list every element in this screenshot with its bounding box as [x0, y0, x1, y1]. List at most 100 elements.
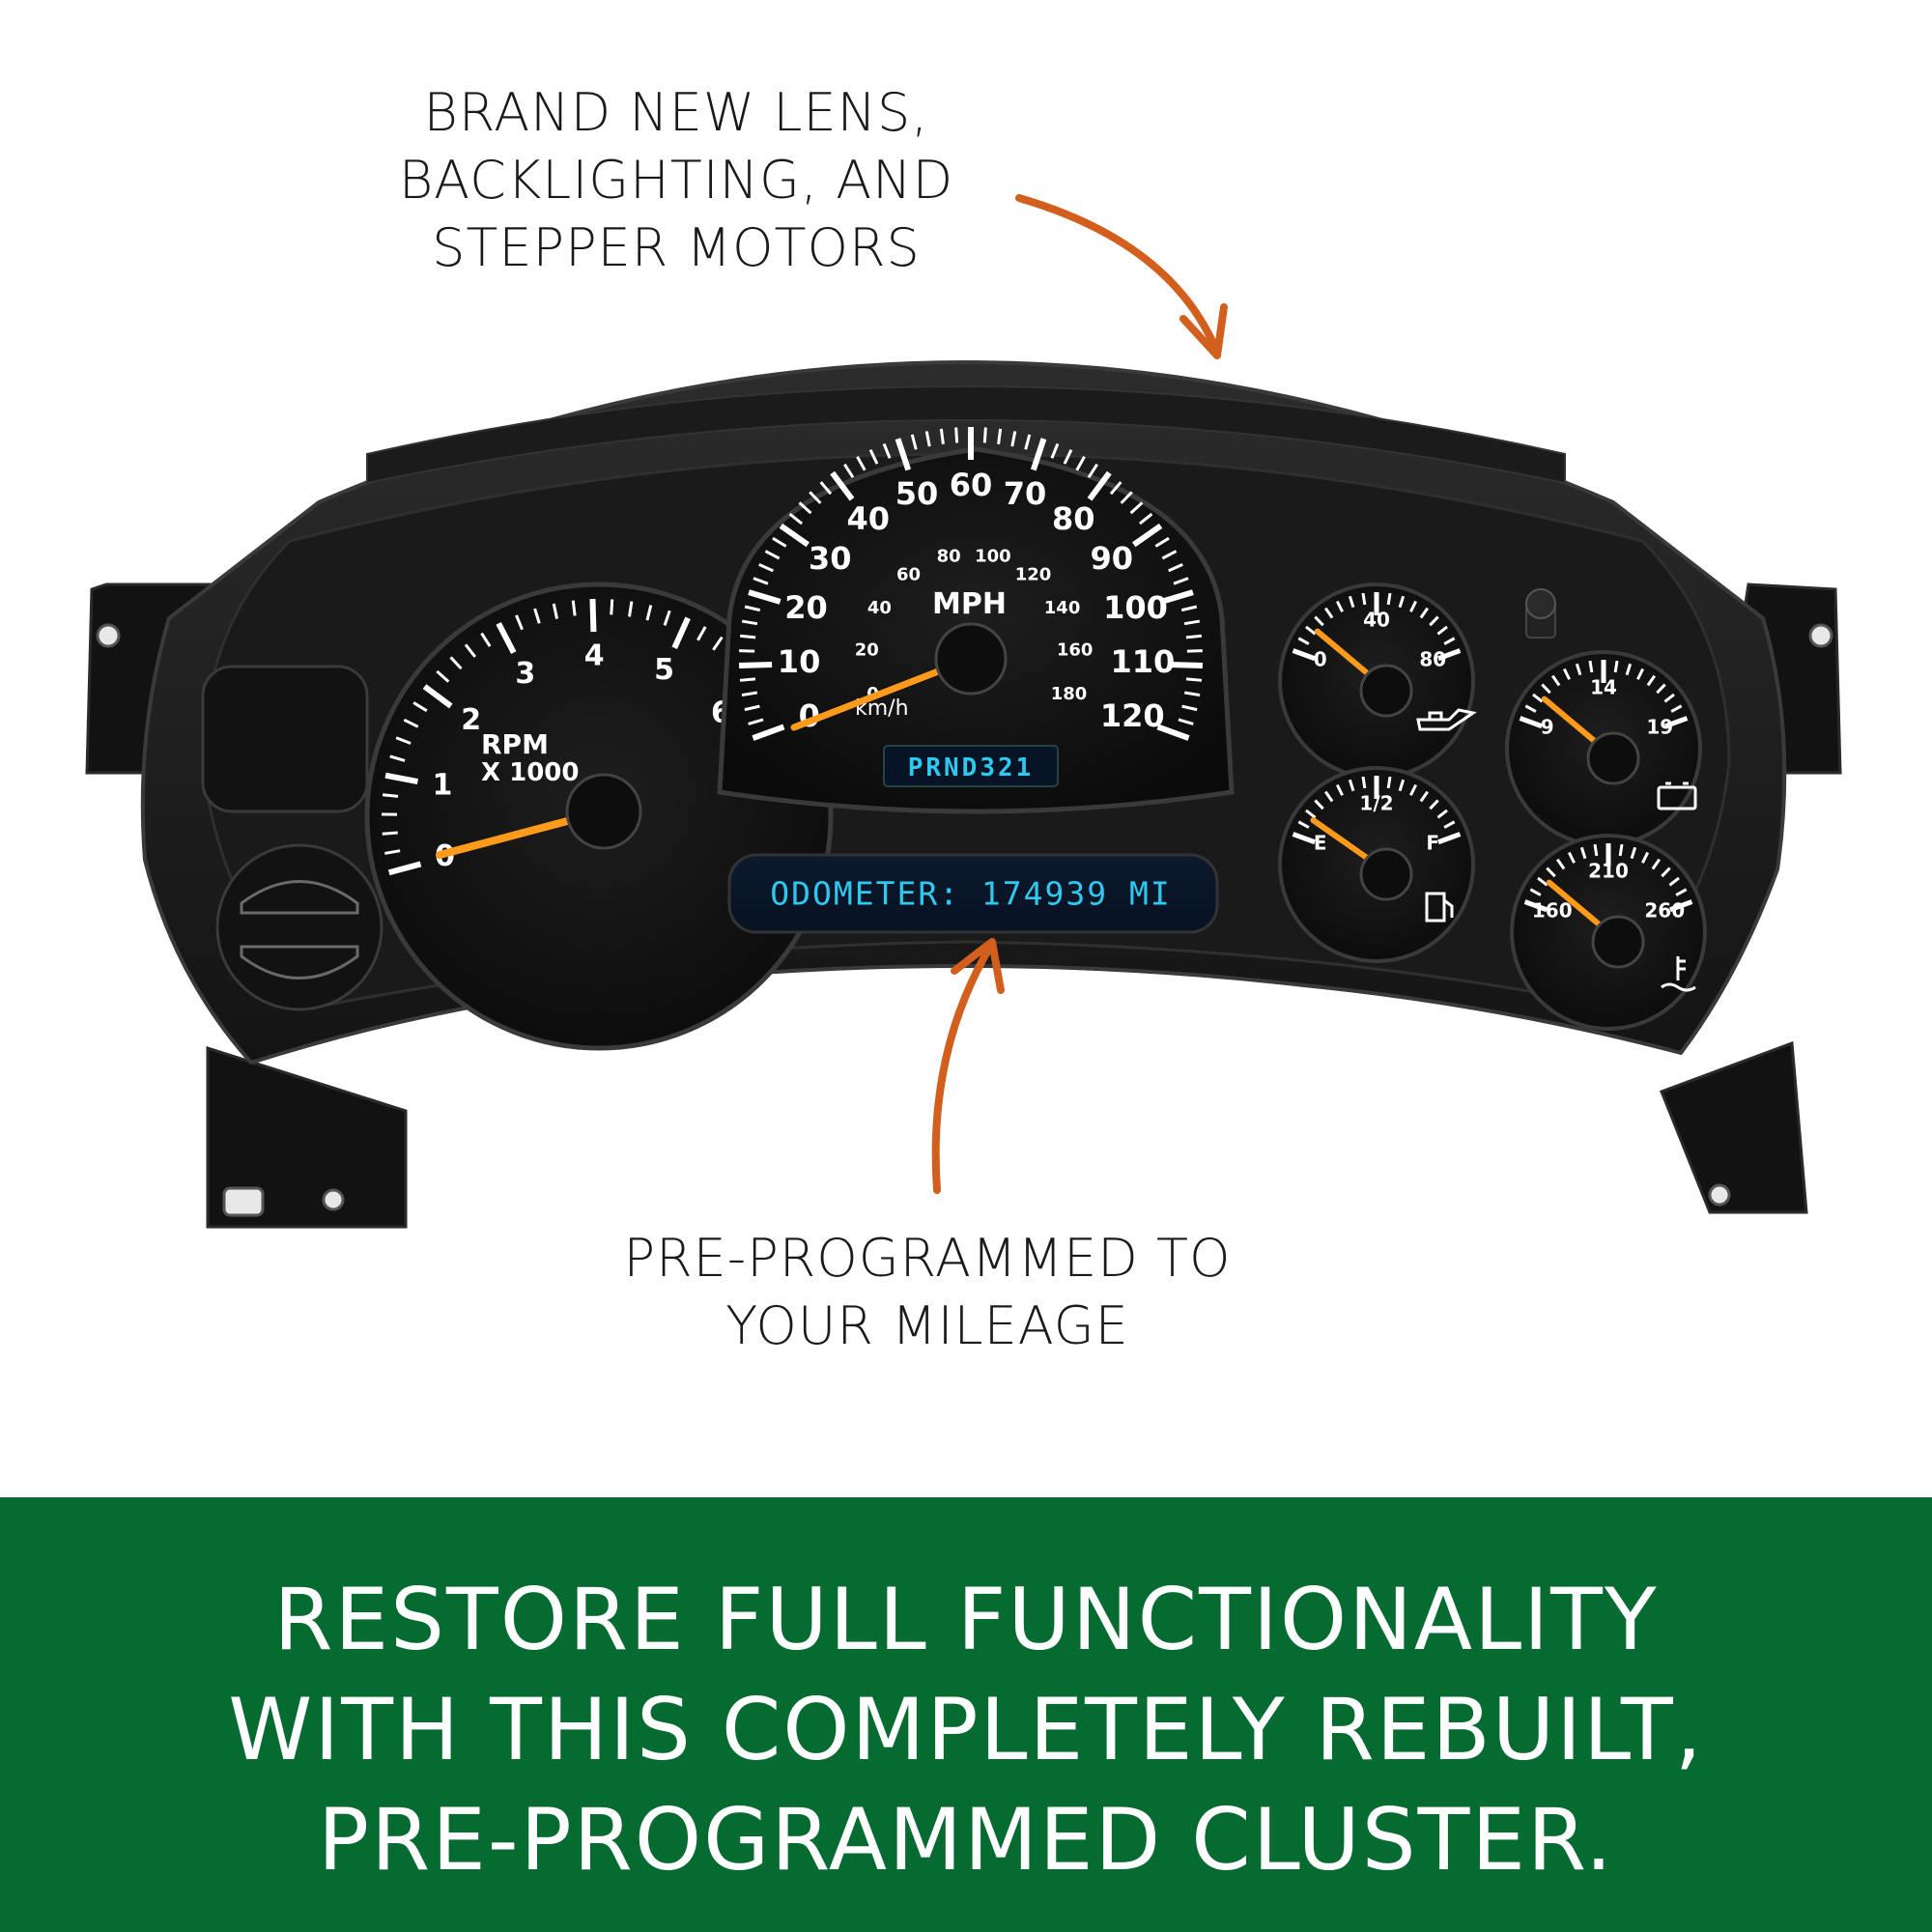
gauge-label: 160	[1532, 898, 1573, 922]
callout-new-lens: BRAND NEW LENS, BACKLIGHTING, AND STEPPE…	[348, 79, 1005, 282]
dial-tick	[939, 428, 945, 445]
gauge-label: 1/2	[1359, 792, 1393, 815]
dial-tick	[384, 849, 401, 855]
dial-tick	[1183, 619, 1201, 626]
dial-tick	[1670, 704, 1683, 713]
dial-tick	[1180, 605, 1198, 612]
dial-tick	[1641, 851, 1650, 864]
dial-tick	[645, 605, 653, 621]
speedometer-kmh-label: 180	[1051, 684, 1088, 704]
dial-tick	[1537, 876, 1548, 887]
dial-tick	[571, 600, 577, 616]
dial-tick	[1030, 438, 1047, 471]
speedometer-hub	[934, 622, 1008, 696]
dial-tick	[1556, 858, 1566, 870]
dial-tick	[1419, 790, 1429, 803]
speedometer-kmh-label: 40	[867, 598, 892, 618]
dial-tick	[1579, 846, 1587, 860]
dial-tick	[1161, 550, 1178, 560]
dial-tick	[1185, 634, 1202, 639]
dial-tick	[1024, 434, 1032, 450]
dial-tick	[1361, 776, 1367, 789]
dial-tick	[1551, 674, 1561, 687]
tachometer-label: 1	[433, 768, 453, 802]
dial-tick	[387, 861, 422, 876]
dial-tick	[748, 718, 764, 725]
dial-tick	[1636, 668, 1645, 680]
speedometer-mph-label: 90	[1091, 540, 1134, 577]
dial-tick	[1519, 716, 1543, 729]
gauge-hub	[1359, 847, 1413, 901]
dial-tick	[1075, 456, 1086, 471]
dial-tick	[1523, 899, 1548, 913]
dial-tick	[1546, 867, 1556, 878]
speedometer-kmh-label: 80	[937, 546, 961, 566]
dial-tick	[1419, 607, 1429, 619]
cluster-top-lip	[366, 385, 1566, 485]
dial-tick	[856, 456, 867, 471]
dial-tick	[798, 501, 812, 515]
dial-tick	[1386, 592, 1392, 606]
dial-tick	[1593, 843, 1599, 857]
dial-tick	[868, 449, 879, 465]
dial-tick	[589, 599, 597, 633]
dial-tick	[1398, 595, 1406, 609]
speedometer-ticks	[739, 427, 1203, 741]
dial-tick	[1178, 718, 1194, 725]
dial-tick	[1132, 523, 1163, 548]
dial-tick	[1541, 683, 1551, 695]
speedometer-kmh-label: 100	[975, 546, 1011, 566]
dial-tick	[741, 691, 757, 697]
tachometer-label: 5	[654, 653, 674, 687]
tachometer-label: 3	[515, 657, 535, 691]
dial-tick	[1186, 649, 1203, 653]
dial-tick	[1524, 704, 1537, 713]
dial-tick	[628, 601, 634, 617]
dial-tick	[1562, 668, 1571, 680]
dial-tick	[843, 463, 855, 478]
dial-tick	[744, 605, 761, 612]
dial-tick	[412, 701, 428, 713]
dial-tick	[1656, 683, 1666, 695]
dial-tick	[1173, 577, 1189, 585]
dial-tick	[1675, 888, 1688, 896]
gauge-label: 0	[1314, 647, 1327, 670]
mounting-holes	[96, 623, 1833, 1217]
banner-line: WITH THIS COMPLETELY REBUILT,	[228, 1680, 1704, 1779]
dial-tick	[772, 536, 787, 548]
dial-tick	[422, 684, 453, 709]
speedometer-kmh-label: 160	[1057, 640, 1094, 661]
dial-tick	[1185, 677, 1203, 682]
dial-tick	[1567, 851, 1576, 864]
dial-tick	[882, 442, 892, 459]
callout-line: PRE-PROGRAMMED TO	[623, 1228, 1232, 1289]
dial-tick	[1651, 858, 1661, 870]
dial-tick	[663, 610, 671, 626]
dial-tick	[924, 431, 931, 447]
odometer-display: ODOMETER: 174939 MI	[727, 853, 1219, 934]
dial-tick	[1050, 442, 1060, 459]
dial-tick	[910, 434, 918, 450]
dial-tick	[753, 577, 769, 585]
gauge-hub	[1359, 664, 1413, 718]
dial-tick	[739, 649, 755, 653]
dial-tick	[1129, 501, 1144, 515]
tachometer-unit-rpm: RPM	[481, 728, 549, 760]
dial-tick	[1437, 648, 1462, 662]
speedometer-unit-mph: MPH	[932, 587, 1007, 621]
callout-line: BRAND NEW LENS,	[423, 82, 929, 143]
dial-tick	[696, 626, 707, 641]
dial-tick	[1575, 663, 1582, 676]
dial-tick	[1588, 660, 1594, 673]
dial-tick	[1429, 615, 1439, 627]
dial-tick	[739, 661, 773, 668]
dial-tick	[1305, 625, 1317, 636]
gauge-label: 80	[1419, 647, 1446, 670]
gauge-label: 210	[1588, 860, 1629, 883]
dial-tick	[382, 793, 399, 798]
dial-tick	[1664, 716, 1689, 729]
dial-tick	[1335, 783, 1344, 796]
dial-tick	[552, 603, 559, 619]
gauge-label: F	[1426, 831, 1439, 854]
dial-tick	[1646, 674, 1656, 687]
